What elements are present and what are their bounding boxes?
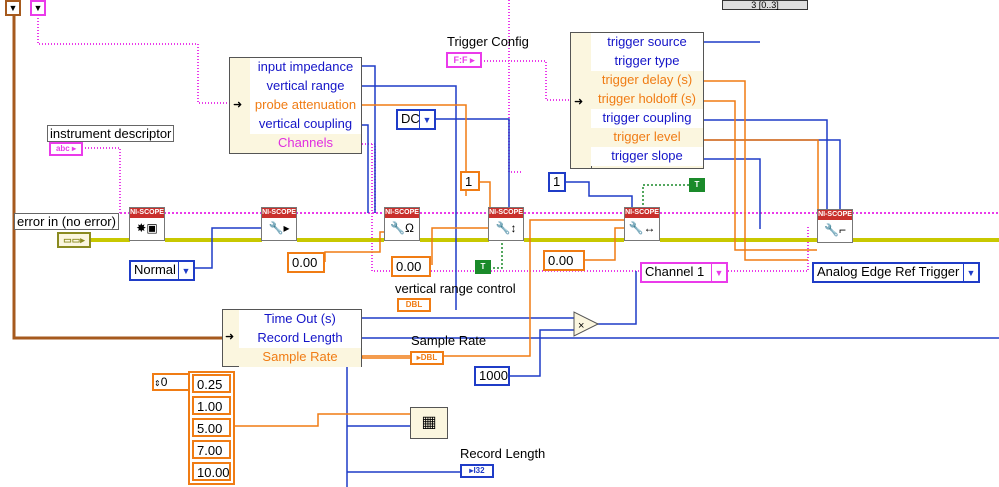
channel-value: Channel 1 <box>645 264 705 279</box>
niscope-configure-trigger-node[interactable]: NI-SCOPE 🔧↕ <box>488 207 524 241</box>
node-header: NI-SCOPE <box>262 208 296 218</box>
unbundle-row-sample-rate[interactable]: Sample Rate <box>239 348 361 367</box>
unbundle-row-trigger-slope[interactable]: trigger slope <box>591 147 703 166</box>
dbl-text: DBL <box>420 353 438 362</box>
unbundle-row-input-impedance[interactable]: input impedance <box>250 58 361 78</box>
trigger-config-unbundle[interactable]: ➜ trigger source trigger type trigger de… <box>570 32 704 169</box>
horizontal-wrench-icon: 🔧↔ <box>628 221 656 235</box>
array-element[interactable]: 0.25 <box>192 374 231 393</box>
array-grid-icon: ▦ <box>421 414 437 431</box>
acquisition-type-value: Normal <box>134 262 176 277</box>
sample-rate-label: Sample Rate <box>411 333 487 348</box>
case-tunnel-pink-icon: ▼ <box>30 0 46 16</box>
trigger-unbundle-input: ➜ <box>571 33 592 168</box>
unbundle-row-vertical-coupling[interactable]: vertical coupling <box>250 115 361 135</box>
unbundle-row-trigger-source[interactable]: trigger source <box>591 33 703 53</box>
niscope-configure-vertical-node[interactable]: NI-SCOPE 🔧Ω <box>384 207 420 241</box>
wrench-icon: 🔧▸ <box>268 221 290 235</box>
instrument-descriptor-label: instrument descriptor <box>47 125 175 142</box>
array-index-control[interactable]: ⇕0 <box>152 373 190 391</box>
trigger-type-ring[interactable]: Analog Edge Ref Trigger▼ <box>812 262 980 283</box>
array-element[interactable]: 5.00 <box>192 418 231 437</box>
unbundle-row-trigger-delay[interactable]: trigger delay (s) <box>591 71 703 91</box>
channel-ring[interactable]: Channel 1 ▼ <box>640 262 728 283</box>
bool-true-constant-2[interactable]: T <box>689 178 705 192</box>
constant-1000[interactable]: 1000 <box>474 366 510 386</box>
vertical-range-terminal[interactable]: DBL <box>397 298 431 312</box>
array-element[interactable]: 1.00 <box>192 396 231 415</box>
constant-one-orange[interactable]: 1 <box>460 171 480 191</box>
init-icon: ✸▣ <box>136 221 158 235</box>
niscope-configure-horizontal-node[interactable]: NI-SCOPE 🔧↔ <box>624 207 660 241</box>
timing-unbundle[interactable]: ➜ Time Out (s) Record Length Sample Rate <box>222 309 362 367</box>
niscope-configure-acquisition-node[interactable]: NI-SCOPE 🔧▸ <box>261 207 297 241</box>
trigger-type-value: Analog Edge Ref Trigger <box>817 264 960 279</box>
unbundle-row-time-out[interactable]: Time Out (s) <box>239 310 361 330</box>
record-length-indicator[interactable]: ▸I32 <box>460 464 494 478</box>
trigger-config-terminal-text: F:F <box>453 55 468 65</box>
instrument-descriptor-terminal[interactable]: abc ▸ <box>49 142 83 156</box>
chevron-down-icon[interactable]: ▼ <box>419 111 434 128</box>
unbundle-row-vertical-range[interactable]: vertical range <box>250 77 361 97</box>
trigger-config-terminal[interactable]: F:F ▸ <box>446 52 482 68</box>
trigger-wrench-icon: 🔧↕ <box>495 221 517 235</box>
bool-text: T <box>694 180 700 189</box>
node-header: NI-SCOPE <box>385 208 419 218</box>
array-index-value: 0 <box>160 375 168 389</box>
chevron-down-icon[interactable]: ▼ <box>711 264 726 281</box>
svg-text:×: × <box>578 320 584 332</box>
dbl-text: DBL <box>405 300 423 309</box>
sample-rate-indicator[interactable]: ▸DBL <box>410 351 444 365</box>
niscope-configure-edge-trigger-node[interactable]: NI-SCOPE 🔧⌐ <box>817 209 853 243</box>
edge-trigger-icon: 🔧⌐ <box>824 223 846 237</box>
abc-terminal-text: abc <box>55 144 70 153</box>
node-header: NI-SCOPE <box>130 208 164 218</box>
i32-text: I32 <box>473 466 485 475</box>
case-tunnel-icon: ▼ <box>5 0 21 16</box>
vertical-range-control-label: vertical range control <box>395 281 516 296</box>
timing-unbundle-input: ➜ <box>223 310 240 366</box>
error-in-terminal[interactable]: ▭▭▸ <box>57 232 91 248</box>
trigger-config-label: Trigger Config <box>447 34 529 49</box>
constant-zero-b[interactable]: 0.00 <box>391 256 431 277</box>
unbundle-row-trigger-coupling[interactable]: trigger coupling <box>591 109 703 129</box>
array-element[interactable]: 7.00 <box>192 440 231 459</box>
multiply-node <box>573 311 600 337</box>
unbundle-row-record-length[interactable]: Record Length <box>239 329 361 349</box>
array-element[interactable]: 10.00 <box>192 462 231 481</box>
unbundle-row-probe-attenuation[interactable]: probe attenuation <box>250 96 361 116</box>
record-length-label: Record Length <box>460 446 546 461</box>
constant-one-blue[interactable]: 1 <box>548 172 566 192</box>
unbundle-row-channels[interactable]: Channels <box>250 134 361 153</box>
unbundle-row-trigger-type[interactable]: trigger type <box>591 52 703 72</box>
unbundle-row-trigger-level[interactable]: trigger level <box>591 128 703 148</box>
index-stepper-icon[interactable]: ⇕ <box>154 379 161 388</box>
acquisition-type-ring[interactable]: Normal▼ <box>129 260 195 281</box>
unbundle-row-trigger-holdoff[interactable]: trigger holdoff (s) <box>591 90 703 110</box>
bool-true-constant[interactable]: T <box>475 260 491 274</box>
node-header: NI-SCOPE <box>489 208 523 218</box>
build-array-node[interactable]: ▦ <box>410 407 448 439</box>
constant-zero-a[interactable]: 0.00 <box>287 252 325 273</box>
coupling-value: DC <box>401 111 420 126</box>
vertical-wrench-icon: 🔧Ω <box>390 221 414 235</box>
bool-text: T <box>480 262 486 271</box>
niscope-init-node[interactable]: NI-SCOPE ✸▣ <box>129 207 165 241</box>
case-selector-label: 3 [0..3] <box>751 0 779 10</box>
chevron-down-icon[interactable]: ▼ <box>963 264 978 281</box>
node-header: NI-SCOPE <box>625 208 659 218</box>
unbundle-input: ➜ <box>230 58 251 153</box>
constant-zero-c[interactable]: 0.00 <box>543 250 585 271</box>
coupling-ring[interactable]: DC▼ <box>396 109 436 130</box>
error-in-label: error in (no error) <box>14 213 119 230</box>
vertical-config-unbundle[interactable]: ➜ input impedance vertical range probe a… <box>229 57 362 154</box>
case-selector[interactable]: 3 [0..3] <box>722 0 808 10</box>
chevron-down-icon[interactable]: ▼ <box>178 262 193 279</box>
node-header: NI-SCOPE <box>818 210 852 220</box>
